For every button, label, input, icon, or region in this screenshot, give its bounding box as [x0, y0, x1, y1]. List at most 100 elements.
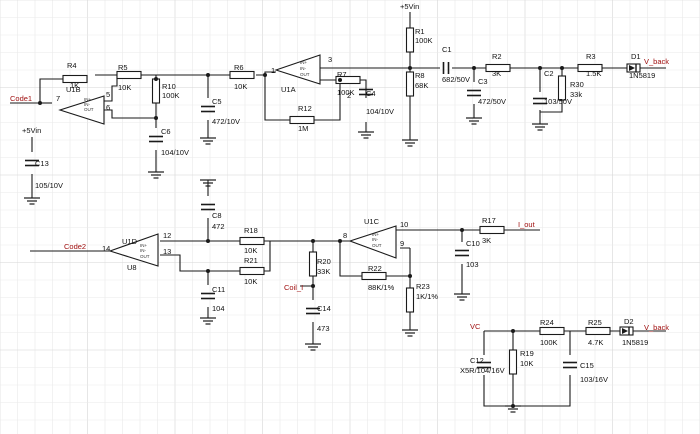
ground-icon	[305, 343, 321, 351]
part-ref-r30: R30	[570, 80, 584, 89]
opamp-u8-ref: U8	[127, 263, 137, 272]
part-value-c2: 103/50V	[544, 97, 572, 106]
ground-icon	[358, 131, 374, 139]
part-r4[interactable]: R4 1K	[62, 61, 88, 90]
part-value-r19: 10K	[520, 359, 533, 368]
part-ref-c6: C6	[161, 127, 171, 136]
opamp-pin-number: 5	[106, 90, 110, 99]
resistor-symbol	[361, 271, 387, 281]
part-ref-c11: C11	[212, 285, 225, 294]
junction-dot	[408, 274, 412, 278]
part-ref-r10: R10	[162, 82, 176, 91]
part-value-r23: 1K/1%	[416, 292, 438, 301]
resistor-symbol	[585, 326, 611, 336]
resistor-symbol	[239, 266, 265, 276]
ground-icon	[402, 329, 418, 337]
opamp-terminal-label: OUT	[372, 243, 382, 248]
resistor-symbol	[485, 63, 511, 73]
opamp-ref-u8: U8	[127, 263, 137, 272]
opamp-pin-number: 7	[56, 94, 60, 103]
resistor-symbol	[557, 75, 567, 101]
part-value-d1: 1N5819	[629, 71, 655, 80]
junction-dot	[560, 66, 564, 70]
part-c11[interactable]: C11 104	[201, 285, 225, 313]
resistor-symbol	[539, 326, 565, 336]
opamp-terminal-label: OUT	[84, 107, 94, 112]
part-r3[interactable]: R31.5K	[577, 52, 603, 78]
part-ref-r5: R5	[118, 63, 128, 72]
part-r5[interactable]: R5 10K	[116, 63, 142, 92]
part-ref-c4: C4	[366, 89, 376, 98]
junction-dot	[338, 239, 342, 243]
part-c6[interactable]: C6 104/10V	[149, 127, 189, 157]
junction-dot	[511, 329, 515, 333]
part-ref-r17: R17	[482, 216, 496, 225]
part-value-c6: 104/10V	[161, 148, 189, 157]
part-value-r4: 1K	[70, 81, 79, 90]
part-value-c15: 103/16V	[580, 375, 608, 384]
opamps-layer: IN+IN-OUTU1A231IN+IN-OUTU1B567IN+IN-OUTU…	[56, 54, 408, 272]
part-value-r10: 100K	[162, 91, 180, 100]
part-ref-r4: R4	[67, 61, 77, 70]
part-c15[interactable]: C15 103/16V	[563, 361, 608, 384]
junction-dot	[154, 116, 158, 120]
opamp-pin-number: 6	[106, 103, 110, 112]
part-value-r8: 68K	[415, 81, 428, 90]
part-ref-c15: C15	[580, 361, 594, 370]
part-ref-r3: R3	[586, 52, 596, 61]
net-label-vin-top: +5Vin	[400, 2, 419, 11]
part-value-c11: 104	[212, 304, 225, 313]
net-label-vc: VC	[470, 322, 481, 331]
junction-dots	[38, 66, 564, 408]
part-value-r5: 10K	[118, 83, 131, 92]
opamp-ref-u1a: U1A	[281, 85, 296, 94]
opamp-terminal-label: OUT	[140, 254, 150, 259]
part-ref-r8: R8	[415, 71, 425, 80]
resistor-symbol	[151, 78, 161, 104]
part-ref-c10: C10	[466, 239, 480, 248]
opamp-terminal-label: OUT	[300, 72, 310, 77]
part-value-c5: 472/10V	[212, 117, 240, 126]
ground-symbols	[24, 117, 548, 413]
part-ref-c14: C14	[317, 304, 331, 313]
junction-dot	[472, 66, 476, 70]
resistor-symbol	[289, 115, 315, 125]
part-ref-r18: R18	[244, 226, 258, 235]
wires-bottom	[30, 180, 666, 407]
